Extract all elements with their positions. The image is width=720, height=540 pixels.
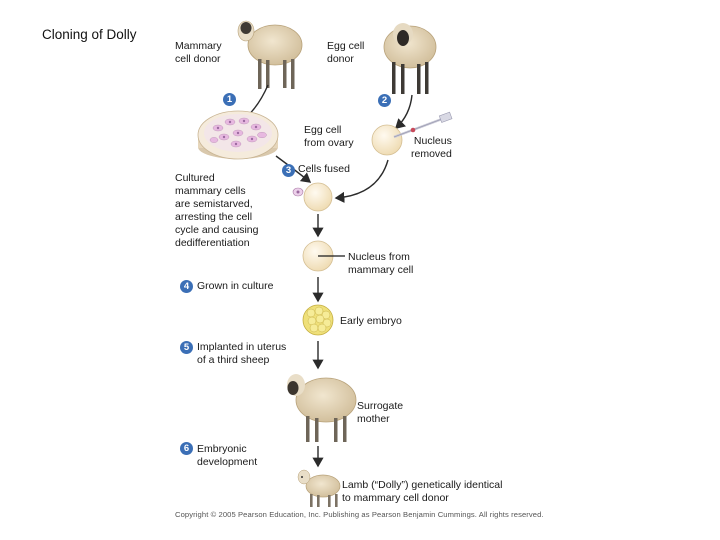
step-badge-5: 5 <box>180 341 193 354</box>
label-nucleus-from-mammary: Nucleus from mammary cell <box>348 251 414 276</box>
mammary-donor-sheep-icon <box>237 20 303 89</box>
culture-dish-icon <box>197 110 279 160</box>
mammary-cell-icon <box>292 187 304 197</box>
label-cultured-cells: Cultured mammary cells are semistarved, … <box>175 172 259 249</box>
arrow-donor-to-egg <box>394 94 413 129</box>
diagram-title: Cloning of Dolly <box>42 27 137 42</box>
label-surrogate: Surrogate mother <box>357 400 404 425</box>
label-mammary-donor: Mammary cell donor <box>175 40 222 65</box>
fused-cell-icon <box>303 182 333 212</box>
arrow-egg-to-fused <box>334 159 389 203</box>
copyright-notice: Copyright © 2005 Pearson Education, Inc.… <box>175 510 544 519</box>
label-egg-from-ovary: Egg cell from ovary <box>304 124 354 149</box>
lamb-dolly-icon <box>297 469 341 507</box>
egg-donor-sheep-icon <box>383 23 437 94</box>
label-cells-fused: Cells fused <box>298 163 350 175</box>
step-badge-1: 1 <box>223 93 236 106</box>
label-embryonic-development: Embryonic development <box>197 443 258 468</box>
label-early-embryo: Early embryo <box>340 315 402 327</box>
early-embryo-icon <box>302 304 334 336</box>
label-implanted: Implanted in uterus of a third sheep <box>197 341 287 366</box>
step-badge-3: 3 <box>282 164 295 177</box>
egg-cell-icon <box>371 124 403 156</box>
label-egg-donor: Egg cell donor <box>327 40 365 65</box>
step-badge-6: 6 <box>180 442 193 455</box>
step-badge-4: 4 <box>180 280 193 293</box>
label-grown-in-culture: Grown in culture <box>197 280 274 292</box>
surrogate-sheep-icon <box>287 374 357 442</box>
label-lamb: Lamb (“Dolly”) genetically identical to … <box>342 479 503 504</box>
label-nucleus-removed: Nucleus removed <box>411 135 452 160</box>
micropipette-icon <box>393 111 453 139</box>
step-badge-2: 2 <box>378 94 391 107</box>
